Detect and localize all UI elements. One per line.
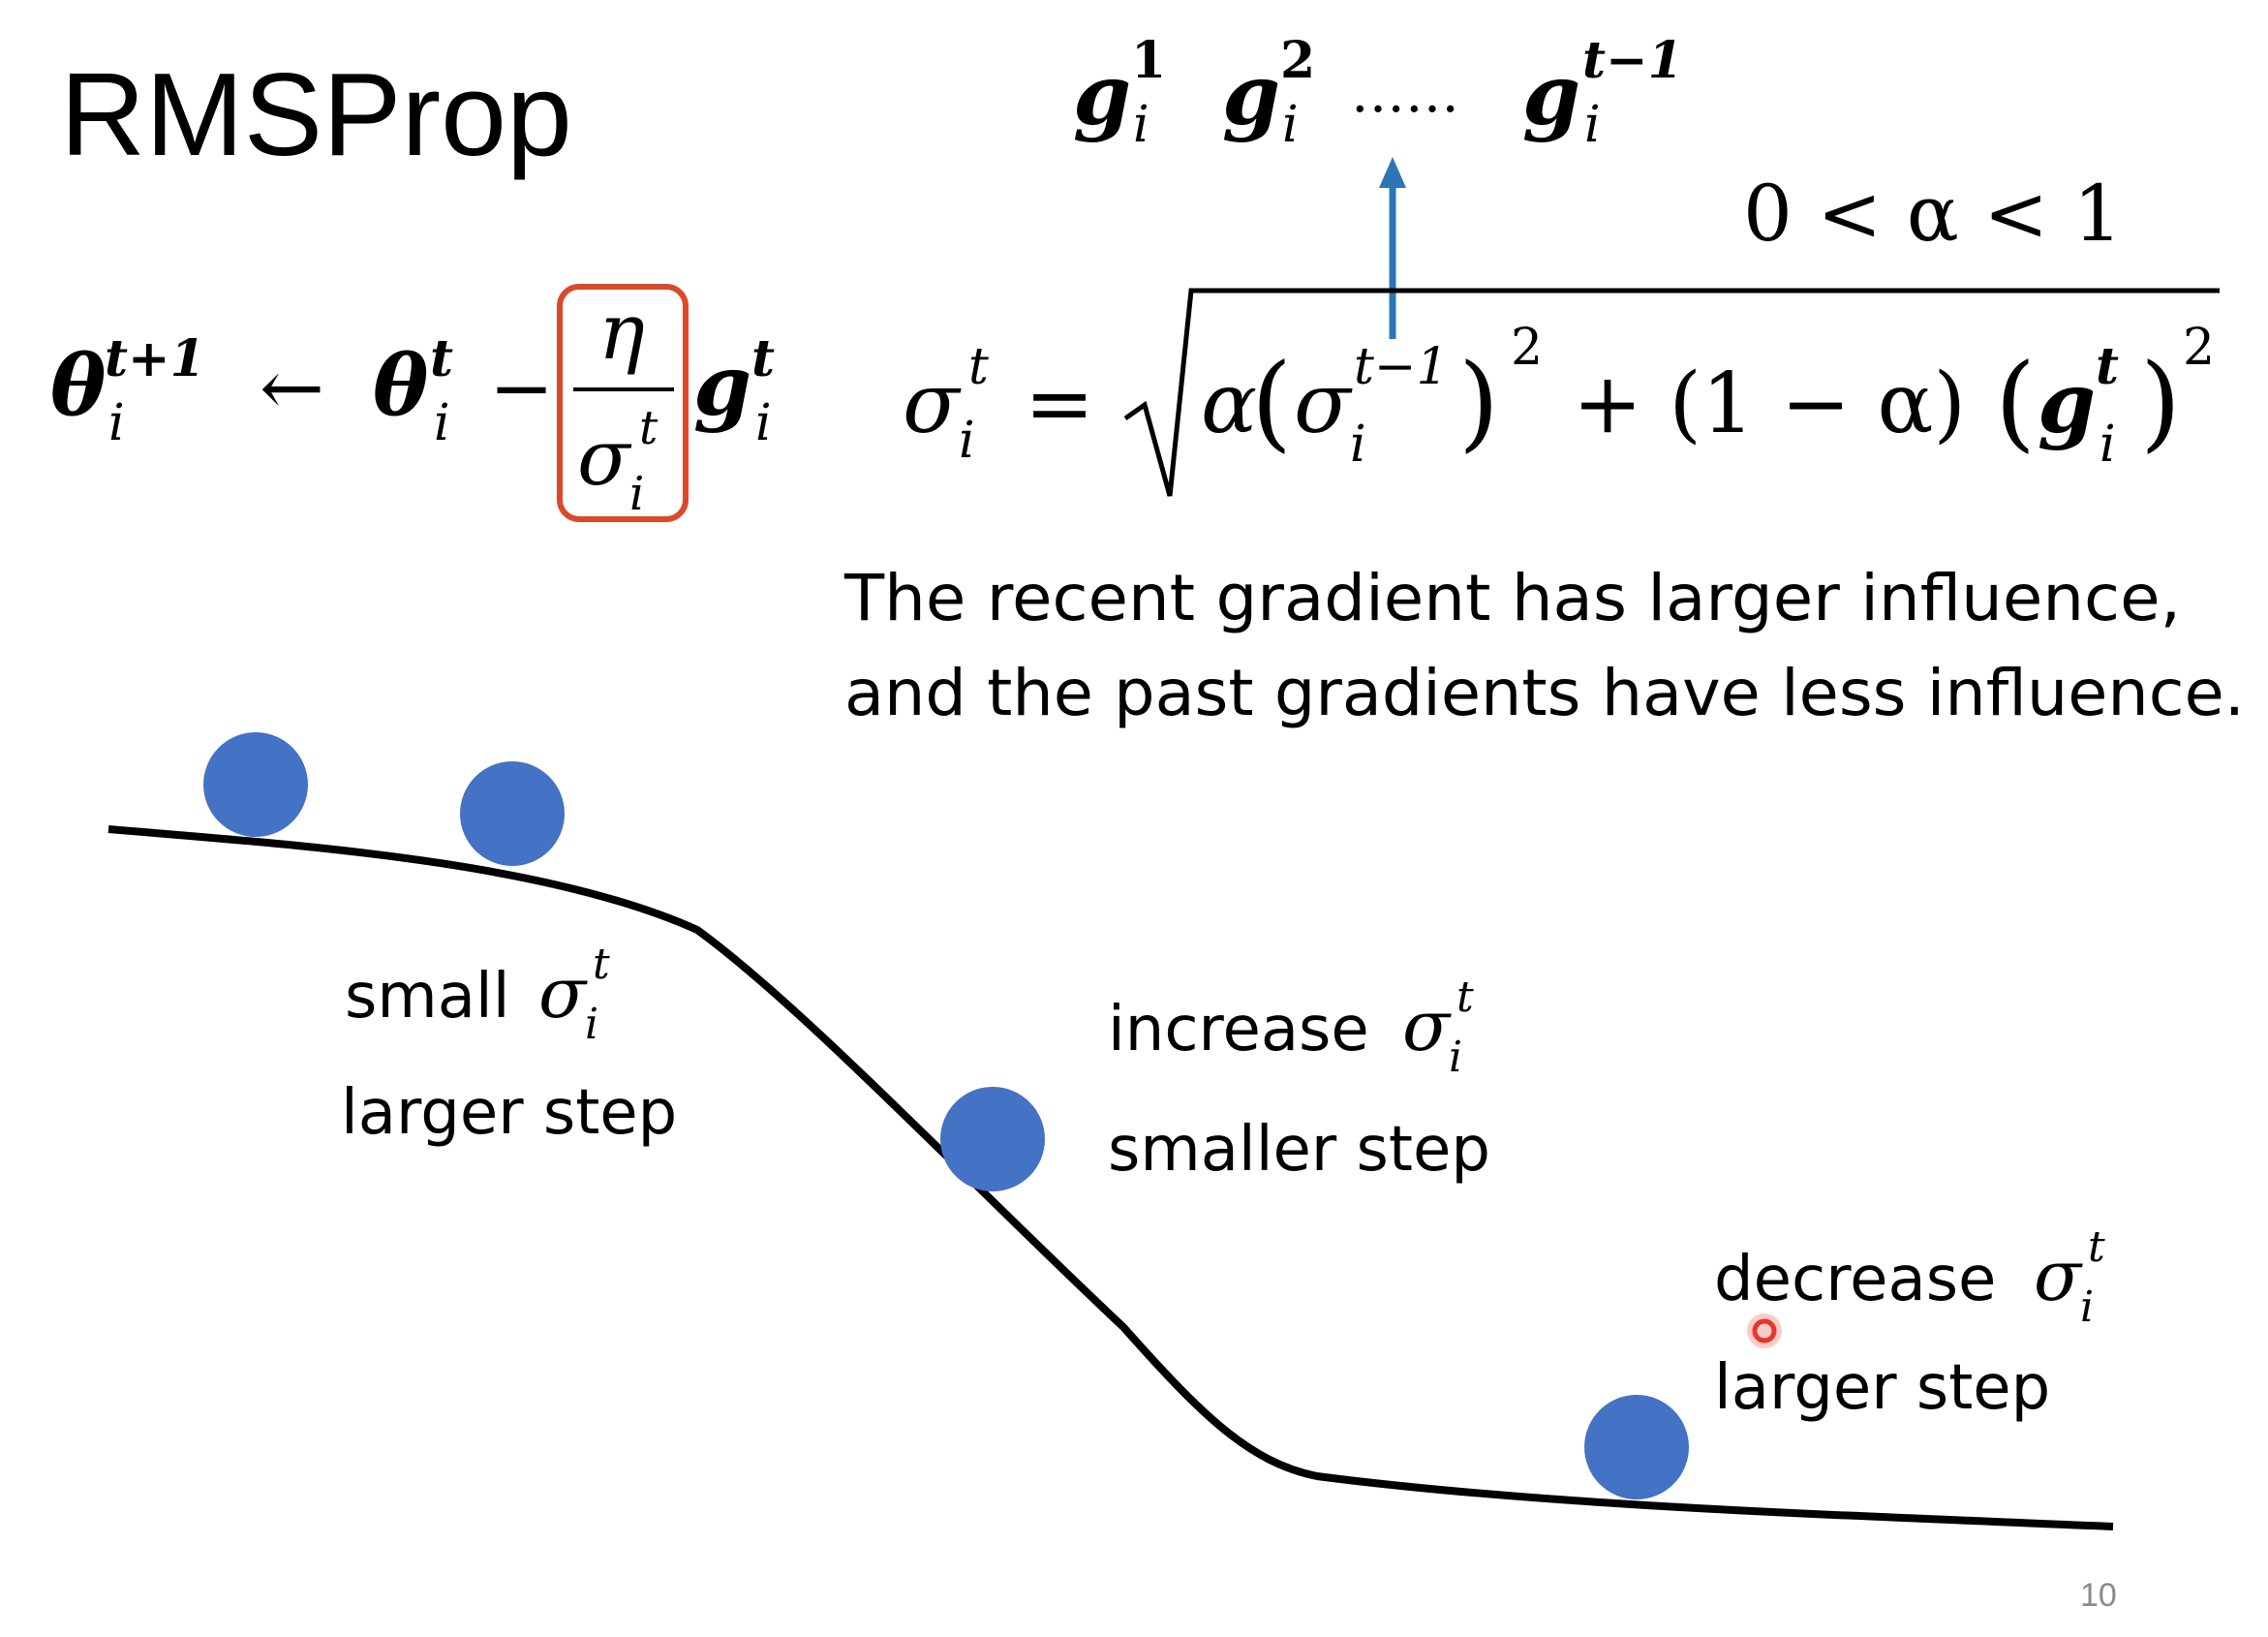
minus-sign: − (489, 343, 554, 433)
annotation-2-word: increase (1108, 994, 1369, 1066)
theta-current-sup: t (430, 329, 453, 388)
laser-pointer-icon (1747, 1313, 1782, 1348)
annotation-3-word: decrease (1714, 1244, 1996, 1315)
sigma-formula: σ t i = α ( σ t−1 i ) 2 + (1 − α) ( g t … (903, 288, 2220, 497)
grad-current-sup: t (751, 329, 775, 388)
left-paren-1: ( (1251, 342, 1292, 463)
annotation-small-sigma: small σ t i larger step (341, 940, 677, 1149)
theta-next: θ (50, 337, 107, 435)
theta-next-sup: t+1 (105, 329, 205, 388)
gradient-sequence: g 1 i g 2 i …… g t−1 i (1073, 31, 1683, 154)
square-exponent-1: 2 (1511, 319, 1543, 377)
ball-4 (1584, 1395, 1689, 1499)
annotation-2-sigma: σ (1402, 985, 1452, 1066)
grad-current: g (693, 337, 751, 435)
square-root-sign (1123, 288, 2220, 497)
grad-last-sub: i (1584, 96, 1601, 154)
annotation-3-sigma: σ (2034, 1235, 2083, 1316)
grad-current-sub: i (755, 394, 772, 452)
annotation-decrease-sigma: decrease σ t i larger step (1714, 1222, 2105, 1424)
annotation-3-sup: t (2088, 1222, 2105, 1272)
alpha-coefficient: α (1201, 355, 1257, 452)
inner-grad: g (2038, 355, 2096, 452)
loss-curve (107, 825, 2114, 1530)
inner-grad-sup: t (2096, 337, 2119, 396)
grad-last-sup: t−1 (1582, 31, 1683, 90)
annotation-1-sigma: σ (538, 952, 588, 1034)
grad-ellipsis: …… (1351, 62, 1459, 125)
grad-last: g (1522, 46, 1580, 144)
eta-numerator: η (598, 287, 645, 377)
annotation-1-word: small (345, 961, 509, 1033)
ball-1 (203, 732, 308, 837)
learning-rate-highlight-box (557, 284, 689, 522)
sigma-lhs-sub: i (959, 412, 975, 470)
annotation-2-step: smaller step (1108, 1114, 1490, 1186)
grad-1: g (1073, 46, 1131, 144)
grad-2-sup: 2 (1280, 31, 1315, 90)
sigma-denominator: σ (577, 413, 632, 503)
grad-1-sub: i (1133, 96, 1149, 154)
annotation-2-sub: i (1449, 1033, 1462, 1082)
page-number: 10 (2080, 1577, 2117, 1614)
annotation-1-sub: i (585, 1000, 598, 1049)
annotation-2-sup: t (1456, 973, 1474, 1022)
theta-current: θ (373, 337, 429, 435)
grad-2: g (1222, 46, 1280, 144)
inner-grad-sub: i (2099, 416, 2116, 474)
one-minus-alpha-term: + (1 − α) (1573, 355, 1966, 452)
update-arrow: ← (260, 343, 324, 433)
grad-2-sub: i (1282, 96, 1299, 154)
update-rule: θ t+1 i ← θ t i − η σ t i g t i (50, 284, 775, 522)
ball-3 (940, 1087, 1045, 1191)
annotation-3-sub: i (2080, 1282, 2094, 1332)
inner-sigma-sub: i (1350, 416, 1366, 474)
sigma-denominator-sub: i (629, 467, 644, 521)
explanation-line-1: The recent gradient has larger influence… (843, 561, 2181, 635)
sigma-lhs: σ (903, 355, 962, 452)
equals-sign: = (1025, 355, 1094, 452)
alpha-constraint: 0 < α < 1 (1743, 169, 2123, 259)
annotation-1-step: larger step (341, 1077, 677, 1149)
right-paren-1: ) (1458, 342, 1499, 463)
inner-sigma: σ (1294, 355, 1353, 452)
grad-1-sup: 1 (1131, 31, 1166, 90)
right-paren-2: ) (2140, 342, 2181, 463)
annotation-3-step: larger step (1714, 1352, 2050, 1424)
slide-title: RMSProp (60, 48, 572, 180)
square-exponent-2: 2 (2183, 319, 2215, 377)
left-paren-2: ( (1995, 342, 2036, 463)
annotation-1-sup: t (593, 940, 610, 989)
influence-arrow (1379, 157, 1406, 339)
annotation-increase-sigma: increase σ t i smaller step (1108, 973, 1490, 1186)
inner-sigma-sup: t−1 (1354, 338, 1449, 396)
sigma-lhs-sup: t (968, 338, 989, 396)
explanation-line-2: and the past gradients have less influen… (844, 656, 2245, 730)
theta-next-sub: i (108, 394, 125, 452)
ball-2 (460, 761, 565, 866)
sigma-denominator-sup: t (639, 401, 659, 455)
theta-current-sub: i (434, 394, 450, 452)
